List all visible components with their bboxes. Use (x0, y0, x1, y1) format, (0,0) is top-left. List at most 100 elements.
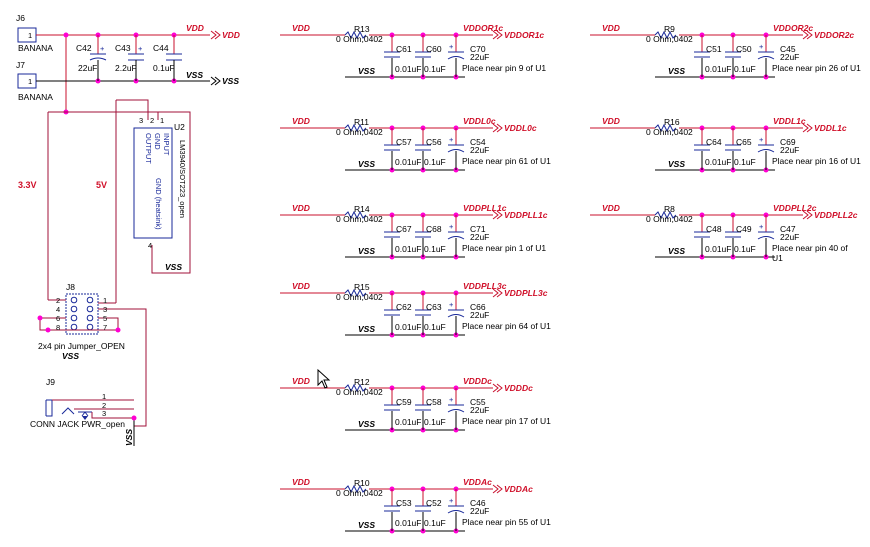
j7-ref: J7 (16, 60, 25, 70)
capacitor-c71[interactable] (447, 231, 465, 240)
j9-vss-label: VSS (124, 429, 134, 446)
resistor-r15[interactable] (344, 288, 367, 298)
vss-net-label: VSS (186, 70, 203, 80)
capacitor-c60[interactable] (415, 51, 431, 58)
capacitor-c70[interactable] (447, 51, 465, 60)
capacitor-c54[interactable] (447, 144, 465, 153)
cap3-ref: C70 (470, 44, 486, 54)
resistor-ref: R12 (354, 377, 370, 387)
capacitor-c52[interactable] (415, 505, 431, 512)
placement-note: Place near pin 26 of U1 (772, 63, 861, 73)
j8-pin8: 8 (56, 323, 60, 332)
capacitor-c62[interactable] (384, 309, 400, 316)
jumper-j8[interactable] (65, 293, 99, 335)
vss-net-label: VSS (668, 66, 685, 76)
capacitor-c49[interactable] (725, 231, 741, 238)
resistor-value: 0 Ohm,0402 (646, 127, 693, 137)
cap3-ref: C45 (780, 44, 796, 54)
capacitor-c67[interactable] (384, 231, 400, 238)
vdd-net-label: VDD (602, 203, 620, 213)
capacitor-c68[interactable] (415, 231, 431, 238)
j8-pin4: 4 (56, 305, 60, 314)
resistor-value: 0 Ohm,0402 (336, 34, 383, 44)
capacitor-c46[interactable] (447, 505, 465, 514)
j8-pin3: 3 (103, 305, 107, 314)
capacitor-c48[interactable] (694, 231, 710, 238)
resistor-r16[interactable] (654, 123, 677, 133)
output-net-label: VDDDc (463, 376, 492, 386)
resistor-r10[interactable] (344, 484, 367, 494)
resistor-value: 0 Ohm,0402 (646, 34, 693, 44)
capacitor-c58[interactable] (415, 404, 431, 411)
svg-text:+: + (100, 44, 105, 53)
resistor-ref: R8 (664, 204, 675, 214)
capacitor-c64[interactable] (694, 144, 710, 151)
cap1-ref: C57 (396, 137, 412, 147)
placement-note: Place near pin 16 of U1 (772, 156, 861, 166)
output-net-label: VDDPLL2c (773, 203, 817, 213)
j8-pin6: 6 (56, 314, 60, 323)
capacitor-c45[interactable] (757, 51, 775, 60)
vdd-net-label: VDD (292, 116, 310, 126)
resistor-ref: R14 (354, 204, 370, 214)
input-cap-c44[interactable] (166, 35, 182, 81)
resistor-r14[interactable] (344, 210, 367, 220)
polarity-plus-icon: + (759, 222, 764, 231)
cap1-ref: C51 (706, 44, 722, 54)
placement-note: Place near pin 55 of U1 (462, 517, 551, 527)
j6-connector[interactable] (17, 27, 37, 43)
u2-part: LM3940/SOT223_open (178, 140, 187, 218)
u2-pin-input: INPUT (162, 133, 171, 156)
capacitor-c53[interactable] (384, 505, 400, 512)
j6-name: BANANA (18, 43, 53, 53)
c43-ref: C43 (115, 43, 131, 53)
output-net-label: VDDPLL1c (463, 203, 507, 213)
capacitor-c57[interactable] (384, 144, 400, 151)
capacitor-c51[interactable] (694, 51, 710, 58)
capacitor-c55[interactable] (447, 404, 465, 413)
capacitor-c66[interactable] (447, 309, 465, 318)
c42-ref: C42 (76, 43, 92, 53)
capacitor-c65[interactable] (725, 144, 741, 151)
output-port-label: VDDAc (504, 484, 533, 494)
polarity-plus-icon: + (759, 135, 764, 144)
cap2-value: 0.1uF (424, 518, 446, 528)
resistor-r8[interactable] (654, 210, 677, 220)
capacitor-c56[interactable] (415, 144, 431, 151)
cap1-ref: C64 (706, 137, 722, 147)
resistor-r11[interactable] (344, 123, 367, 133)
resistor-r13[interactable] (344, 30, 367, 40)
placement-note: Place near pin 17 of U1 (462, 416, 551, 426)
resistor-ref: R13 (354, 24, 370, 34)
power-jack-j9[interactable] (45, 399, 92, 420)
resistor-r12[interactable] (344, 383, 367, 393)
capacitor-c47[interactable] (757, 231, 775, 240)
j8-name: 2x4 pin Jumper_OPEN (38, 341, 125, 351)
cap2-ref: C68 (426, 224, 442, 234)
regulator-u2[interactable] (133, 127, 173, 239)
j7-connector[interactable] (17, 73, 37, 89)
resistor-value: 0 Ohm,0402 (336, 488, 383, 498)
placement-note: Place near pin 64 of U1 (462, 321, 551, 331)
polarity-plus-icon: + (449, 42, 454, 51)
polarity-plus-icon: + (759, 42, 764, 51)
capacitor-c69[interactable] (757, 144, 775, 153)
resistor-value: 0 Ohm,0402 (336, 214, 383, 224)
input-cap-c42[interactable]: + (89, 35, 107, 81)
cap3-value: 22uF (780, 145, 799, 155)
capacitor-c63[interactable] (415, 309, 431, 316)
input-cap-c43[interactable]: + (128, 35, 144, 81)
capacitor-c61[interactable] (384, 51, 400, 58)
cap2-value: 0.1uF (424, 417, 446, 427)
cap1-ref: C59 (396, 397, 412, 407)
capacitor-c59[interactable] (384, 404, 400, 411)
c44-ref: C44 (153, 43, 169, 53)
capacitor-c50[interactable] (725, 51, 741, 58)
vss-net-label: VSS (358, 246, 375, 256)
cap1-value: 0.01uF (395, 518, 421, 528)
resistor-r9[interactable] (654, 30, 677, 40)
